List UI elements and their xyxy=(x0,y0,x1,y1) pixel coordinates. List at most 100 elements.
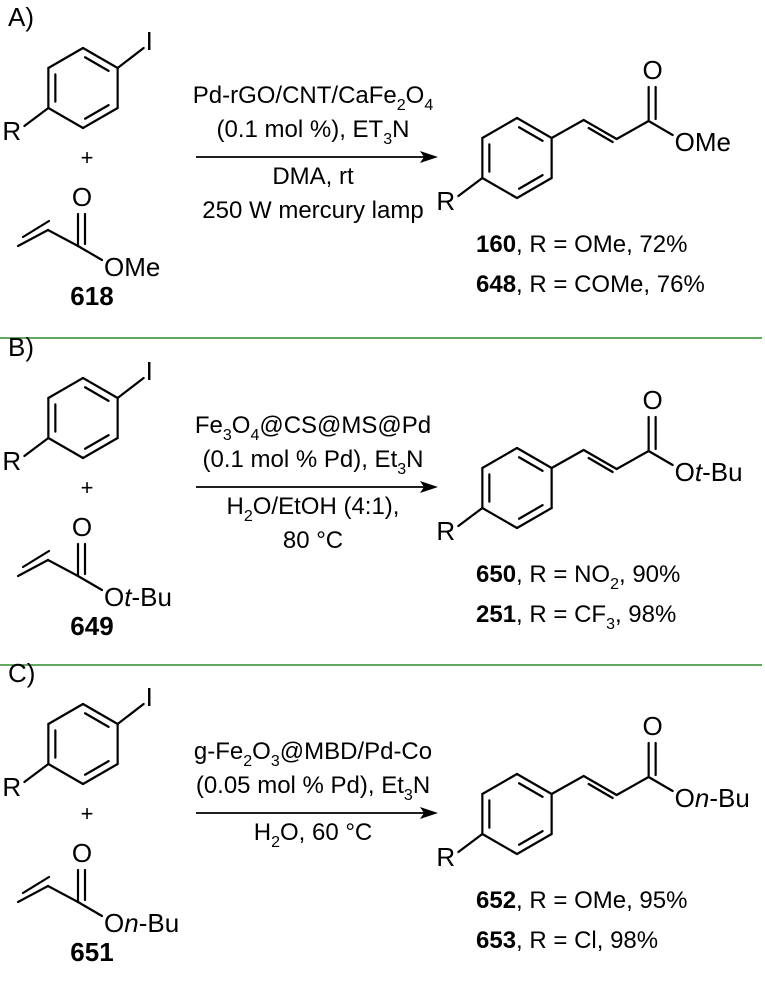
ring-bond xyxy=(515,772,553,796)
ester-bond xyxy=(647,449,674,467)
alkene-double-bond xyxy=(587,126,614,144)
vinyl-double-bond xyxy=(21,875,51,895)
ring-bond xyxy=(515,446,553,470)
ring-bond xyxy=(515,116,553,140)
ring-double-bond xyxy=(83,104,110,120)
condition-line: 80 °C xyxy=(283,527,343,554)
substituent-bond xyxy=(116,702,145,726)
ring-double-bond xyxy=(517,174,544,190)
plus-sign: + xyxy=(81,145,94,170)
compound-number: 649 xyxy=(70,611,113,641)
r-group-label: R xyxy=(2,116,21,146)
ring-double-bond xyxy=(83,434,110,450)
ring-bond xyxy=(47,762,85,786)
alkene-bond xyxy=(582,774,618,797)
compound-number: 651 xyxy=(70,937,113,967)
ring-bond xyxy=(515,506,553,530)
plus-sign: + xyxy=(81,475,94,500)
substituent-bond xyxy=(23,106,50,128)
panel-label: B) xyxy=(8,332,34,362)
r-group-label: R xyxy=(2,772,21,802)
condition-line: DMA, rt xyxy=(272,163,354,190)
ester-bond xyxy=(76,244,104,262)
ring-double-bond xyxy=(517,126,544,142)
iodide-label: I xyxy=(146,356,153,386)
product-result: 650, R = NO2, 90% xyxy=(476,561,680,593)
acyl-bond xyxy=(615,775,650,797)
substituent-bond xyxy=(457,506,484,528)
condition-line: (0.05 mol % Pd), Et3N xyxy=(196,772,430,804)
ester-group-label: On-Bu xyxy=(675,783,750,813)
substituent-bond xyxy=(23,436,50,458)
ring-double-bond xyxy=(83,56,110,72)
condition-line: Fe3O4@CS@MS@Pd xyxy=(195,412,431,444)
acyl-bond xyxy=(615,449,650,471)
r-group-label: R xyxy=(436,186,455,216)
substituent-bond xyxy=(23,762,50,784)
ester-group-label: OMe xyxy=(104,252,160,282)
substituent-bond xyxy=(457,832,484,854)
condition-line: (0.1 mol %), ET3N xyxy=(217,116,410,148)
ester-bond xyxy=(647,775,674,793)
ring-bond xyxy=(81,106,119,130)
ring-bond xyxy=(47,702,85,726)
product-result: 648, R = COMe, 76% xyxy=(476,271,705,298)
substituent-bond xyxy=(457,176,484,198)
ring-double-bond xyxy=(83,760,110,776)
ester-group-label: On-Bu xyxy=(104,908,179,938)
ring-bond xyxy=(481,446,519,470)
ester-bond xyxy=(76,574,104,592)
ester-group-label: Ot-Bu xyxy=(675,457,743,487)
carbonyl-oxygen: O xyxy=(643,711,663,741)
chain-bond xyxy=(550,448,585,470)
ring-bond xyxy=(481,832,519,856)
ring-bond xyxy=(47,106,85,130)
arrow-head xyxy=(420,481,438,493)
ring-bond xyxy=(47,376,85,400)
ring-bond xyxy=(81,702,119,726)
ring-bond xyxy=(81,762,119,786)
ring-double-bond xyxy=(517,504,544,520)
acyl-bond xyxy=(46,228,80,248)
ring-double-bond xyxy=(517,782,544,798)
panel-label: A) xyxy=(8,2,34,32)
acyl-bond xyxy=(46,558,80,578)
alkene-double-bond xyxy=(587,782,614,800)
ring-double-bond xyxy=(517,456,544,472)
condition-line: (0.1 mol % Pd), Et3N xyxy=(203,446,424,478)
r-group-label: R xyxy=(436,516,455,546)
carbonyl-oxygen: O xyxy=(72,512,92,542)
ester-group-label: Ot-Bu xyxy=(104,582,172,612)
compound-number: 618 xyxy=(70,281,113,311)
ring-bond xyxy=(81,46,119,70)
chain-bond xyxy=(550,774,585,796)
condition-line: H2O, 60 °C xyxy=(254,819,373,851)
iodide-label: I xyxy=(146,26,153,56)
condition-line: 250 W mercury lamp xyxy=(202,197,423,224)
acyl-bond xyxy=(46,884,80,904)
condition-line: Pd-rGO/CNT/CaFe2O4 xyxy=(193,82,434,114)
carbonyl-oxygen: O xyxy=(643,385,663,415)
r-group-label: R xyxy=(436,842,455,872)
ring-bond xyxy=(515,176,553,200)
alkene-double-bond xyxy=(587,456,614,474)
product-result: 652, R = OMe, 95% xyxy=(476,887,687,914)
carbonyl-oxygen: O xyxy=(72,182,92,212)
ester-bond xyxy=(647,119,674,137)
substituent-bond xyxy=(116,376,145,400)
ester-group-label: OMe xyxy=(675,127,731,157)
ring-double-bond xyxy=(83,386,110,402)
ring-bond xyxy=(481,506,519,530)
ring-bond xyxy=(515,832,553,856)
r-group-label: R xyxy=(2,446,21,476)
condition-line: H2O/EtOH (4:1), xyxy=(227,493,400,525)
vinyl-bond xyxy=(16,884,50,904)
arrow-head xyxy=(420,151,438,163)
ring-bond xyxy=(81,436,119,460)
ring-double-bond xyxy=(517,830,544,846)
alkene-bond xyxy=(582,118,618,141)
ester-bond xyxy=(76,900,104,918)
ring-bond xyxy=(47,46,85,70)
substituent-bond xyxy=(116,46,145,70)
